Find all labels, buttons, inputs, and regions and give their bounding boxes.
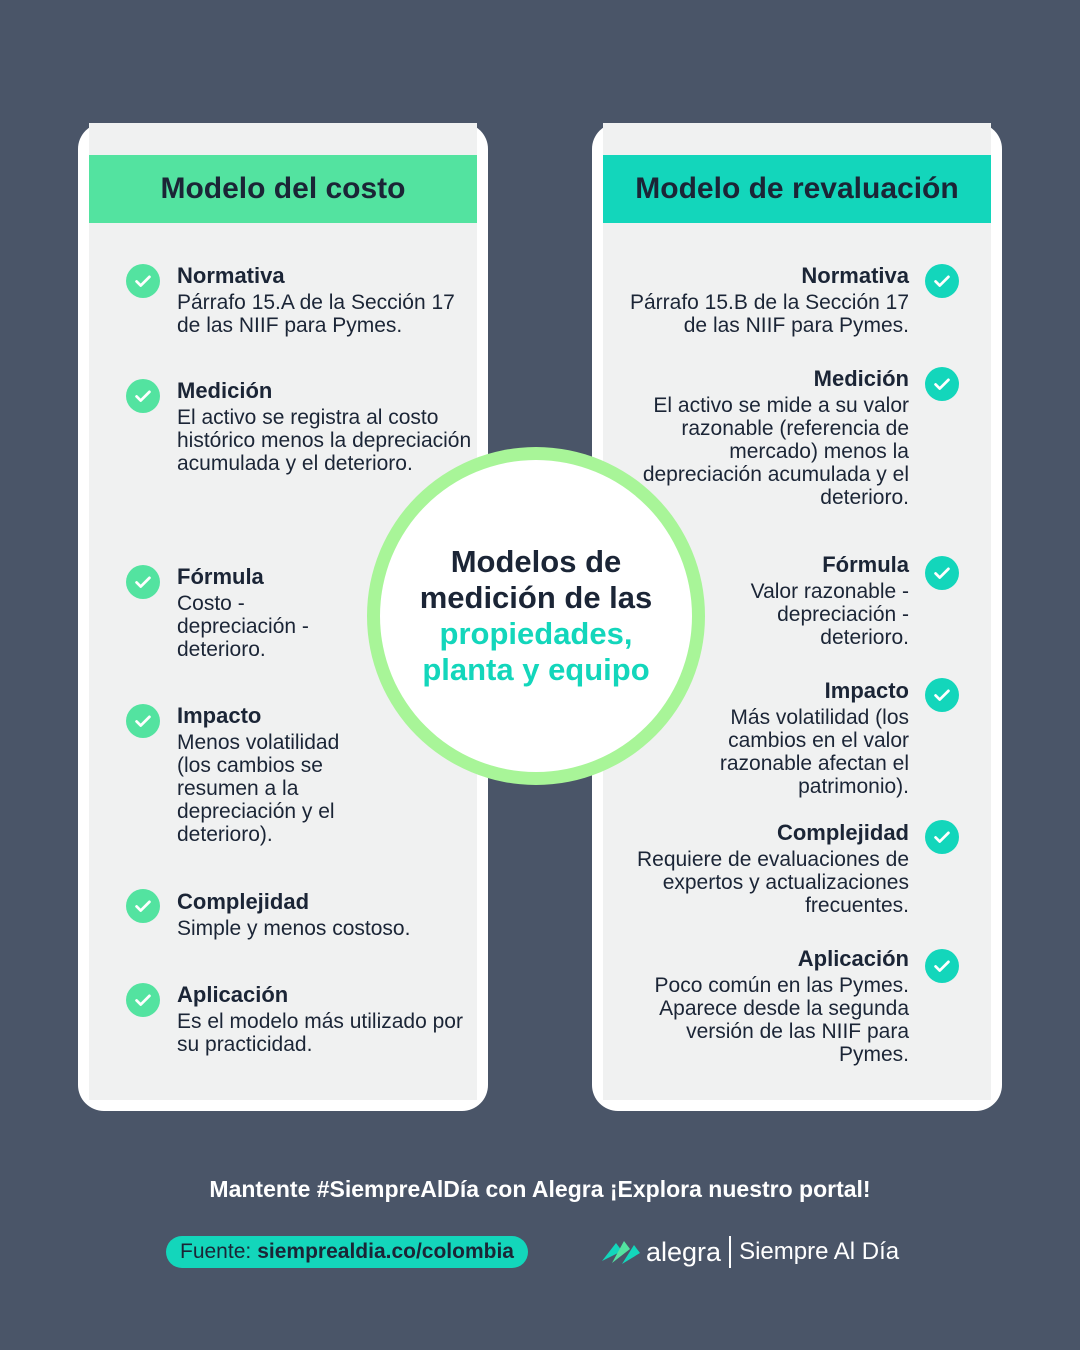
source-label: Fuente: bbox=[180, 1240, 252, 1263]
alegra-logo-icon bbox=[602, 1241, 640, 1264]
item-text: El activo se mide a su valor razonable (… bbox=[642, 394, 909, 509]
item-title: Complejidad bbox=[776, 820, 909, 845]
check-circle-icon bbox=[925, 678, 959, 712]
cost-item-impacto: Impacto Menos volatilidad (los cambios s… bbox=[177, 702, 377, 846]
brand-lockup: alegra Siempre Al Día bbox=[600, 1232, 899, 1272]
revaluation-model-title: Modelo de revaluación bbox=[603, 155, 991, 223]
revaluation-item-aplicacion: Aplicación Poco común en las Pymes. Apar… bbox=[629, 945, 909, 1066]
brand-divider bbox=[729, 1236, 732, 1268]
brand-tagline: Siempre Al Día bbox=[739, 1238, 900, 1265]
item-title: Normativa bbox=[801, 263, 909, 288]
revaluation-item-formula: Fórmula Valor razonable - depreciación -… bbox=[719, 551, 909, 649]
check-circle-icon bbox=[925, 367, 959, 401]
item-text: El activo se registra al costo histórico… bbox=[177, 406, 472, 475]
item-text: Valor razonable - depreciación - deterio… bbox=[750, 580, 909, 649]
item-text: Simple y menos costoso. bbox=[177, 917, 411, 940]
center-title-badge: Modelos de medición de las propiedades, … bbox=[367, 447, 705, 785]
source-url[interactable]: siemprealdia.co/colombia bbox=[257, 1240, 514, 1263]
center-title-highlight: planta y equipo bbox=[422, 652, 650, 687]
cost-item-aplicacion: Aplicación Es el modelo más utilizado po… bbox=[177, 981, 477, 1056]
center-title-line: medición de las bbox=[419, 580, 653, 615]
revaluation-item-impacto: Impacto Más volatilidad (los cambios en … bbox=[679, 677, 909, 798]
cost-item-complejidad: Complejidad Simple y menos costoso. bbox=[177, 888, 477, 940]
center-title-highlight: propiedades, bbox=[439, 616, 633, 651]
item-title: Normativa bbox=[177, 263, 285, 288]
item-title: Fórmula bbox=[822, 552, 909, 577]
item-title: Aplicación bbox=[797, 946, 909, 971]
revaluation-item-medicion: Medición El activo se mide a su valor ra… bbox=[619, 365, 909, 509]
check-circle-icon bbox=[126, 889, 160, 923]
item-text: Poco común en las Pymes. Aparece desde l… bbox=[654, 974, 909, 1066]
revaluation-item-complejidad: Complejidad Requiere de evaluaciones de … bbox=[609, 819, 909, 917]
item-title: Fórmula bbox=[177, 564, 264, 589]
center-title-inner: Modelos de medición de las propiedades, … bbox=[380, 460, 692, 772]
check-circle-icon bbox=[925, 949, 959, 983]
brand-name: alegra bbox=[646, 1236, 722, 1267]
item-text: Menos volatilidad (los cambios se resume… bbox=[177, 731, 340, 846]
cost-item-medicion: Medición El activo se registra al costo … bbox=[177, 377, 477, 475]
item-title: Aplicación bbox=[177, 982, 289, 1007]
item-text: Costo - depreciación - deterioro. bbox=[177, 592, 309, 661]
check-circle-icon bbox=[925, 556, 959, 590]
check-circle-icon bbox=[126, 264, 160, 298]
item-text: Es el modelo más utilizado por su practi… bbox=[177, 1010, 463, 1056]
item-text: Párrafo 15.A de la Sección 17 de las NII… bbox=[177, 291, 455, 337]
item-title: Medición bbox=[813, 366, 909, 391]
revaluation-item-normativa: Normativa Párrafo 15.B de la Sección 17 … bbox=[619, 262, 909, 337]
item-title: Impacto bbox=[177, 703, 262, 728]
item-title: Impacto bbox=[824, 678, 909, 703]
check-circle-icon bbox=[126, 983, 160, 1017]
source-link[interactable]: Fuente: siemprealdia.co/colombia bbox=[166, 1236, 528, 1268]
center-title-line: Modelos de bbox=[450, 544, 622, 579]
item-title: Complejidad bbox=[177, 889, 310, 914]
item-text: Requiere de evaluaciones de expertos y a… bbox=[636, 848, 909, 917]
check-circle-icon bbox=[126, 379, 160, 413]
cost-model-title: Modelo del costo bbox=[89, 155, 477, 223]
check-circle-icon bbox=[925, 820, 959, 854]
check-circle-icon bbox=[126, 565, 160, 599]
item-title: Medición bbox=[177, 378, 273, 403]
check-circle-icon bbox=[925, 264, 959, 298]
cost-item-formula: Fórmula Costo - depreciación - deterioro… bbox=[177, 563, 347, 661]
item-text: Párrafo 15.B de la Sección 17 de las NII… bbox=[629, 291, 909, 337]
cost-item-normativa: Normativa Párrafo 15.A de la Sección 17 … bbox=[177, 262, 477, 337]
footer-call-to-action: Mantente #SiempreAlDía con Alegra ¡Explo… bbox=[209, 1176, 871, 1202]
item-text: Más volatilidad (los cambios en el valor… bbox=[719, 706, 909, 798]
check-circle-icon bbox=[126, 704, 160, 738]
